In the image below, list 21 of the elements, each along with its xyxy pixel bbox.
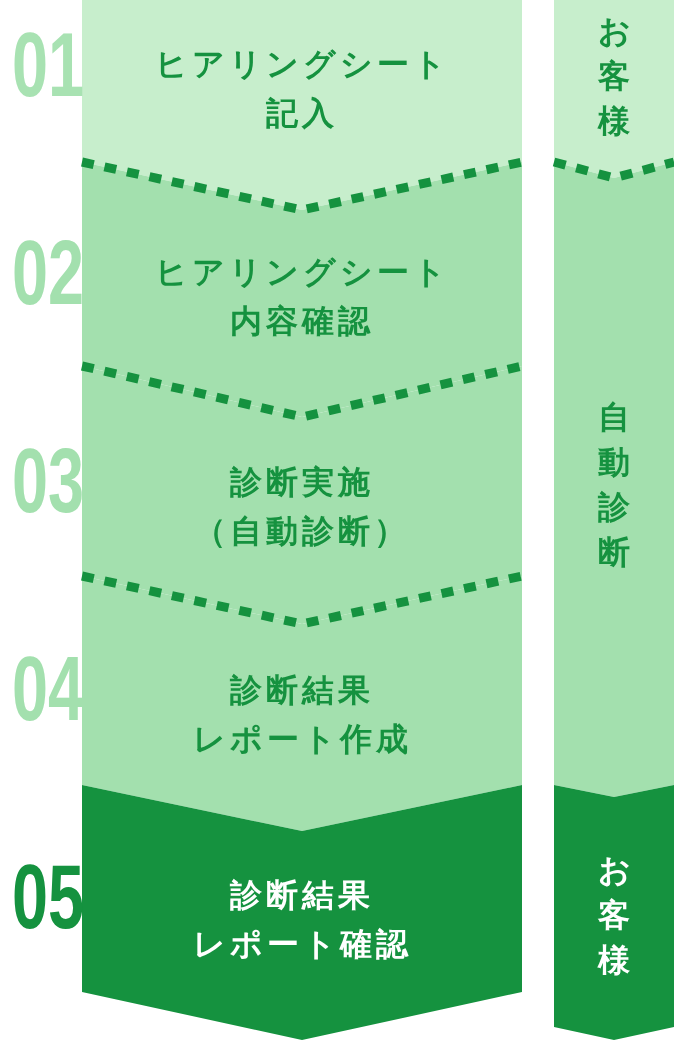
step-label: 診断実施（自動診断）: [193, 462, 411, 552]
chevron-band: [82, 0, 522, 210]
chevron-band: [554, 0, 674, 178]
chevron-band: [82, 162, 522, 417]
chevron-band: [82, 785, 522, 1040]
step-label: 診断結果レポート作成: [191, 670, 413, 760]
chevron-band: [82, 576, 522, 831]
step-number: 02: [11, 237, 84, 309]
role-label: お客様: [597, 10, 631, 142]
role-label: 自動診断: [597, 397, 631, 573]
role-label: お客様: [597, 849, 631, 981]
step-number: 01: [11, 29, 84, 101]
step-label: 診断結果レポート確認: [191, 875, 413, 965]
step-number: 04: [11, 653, 84, 725]
chevron-band: [554, 162, 674, 797]
step-label: ヒアリングシート内容確認: [153, 252, 451, 342]
step-label: ヒアリングシート記入: [153, 44, 451, 134]
chevron-band: [554, 785, 674, 1040]
step-number: 03: [11, 445, 84, 517]
chevron-band: [82, 366, 522, 624]
step-number: 05: [11, 861, 84, 933]
